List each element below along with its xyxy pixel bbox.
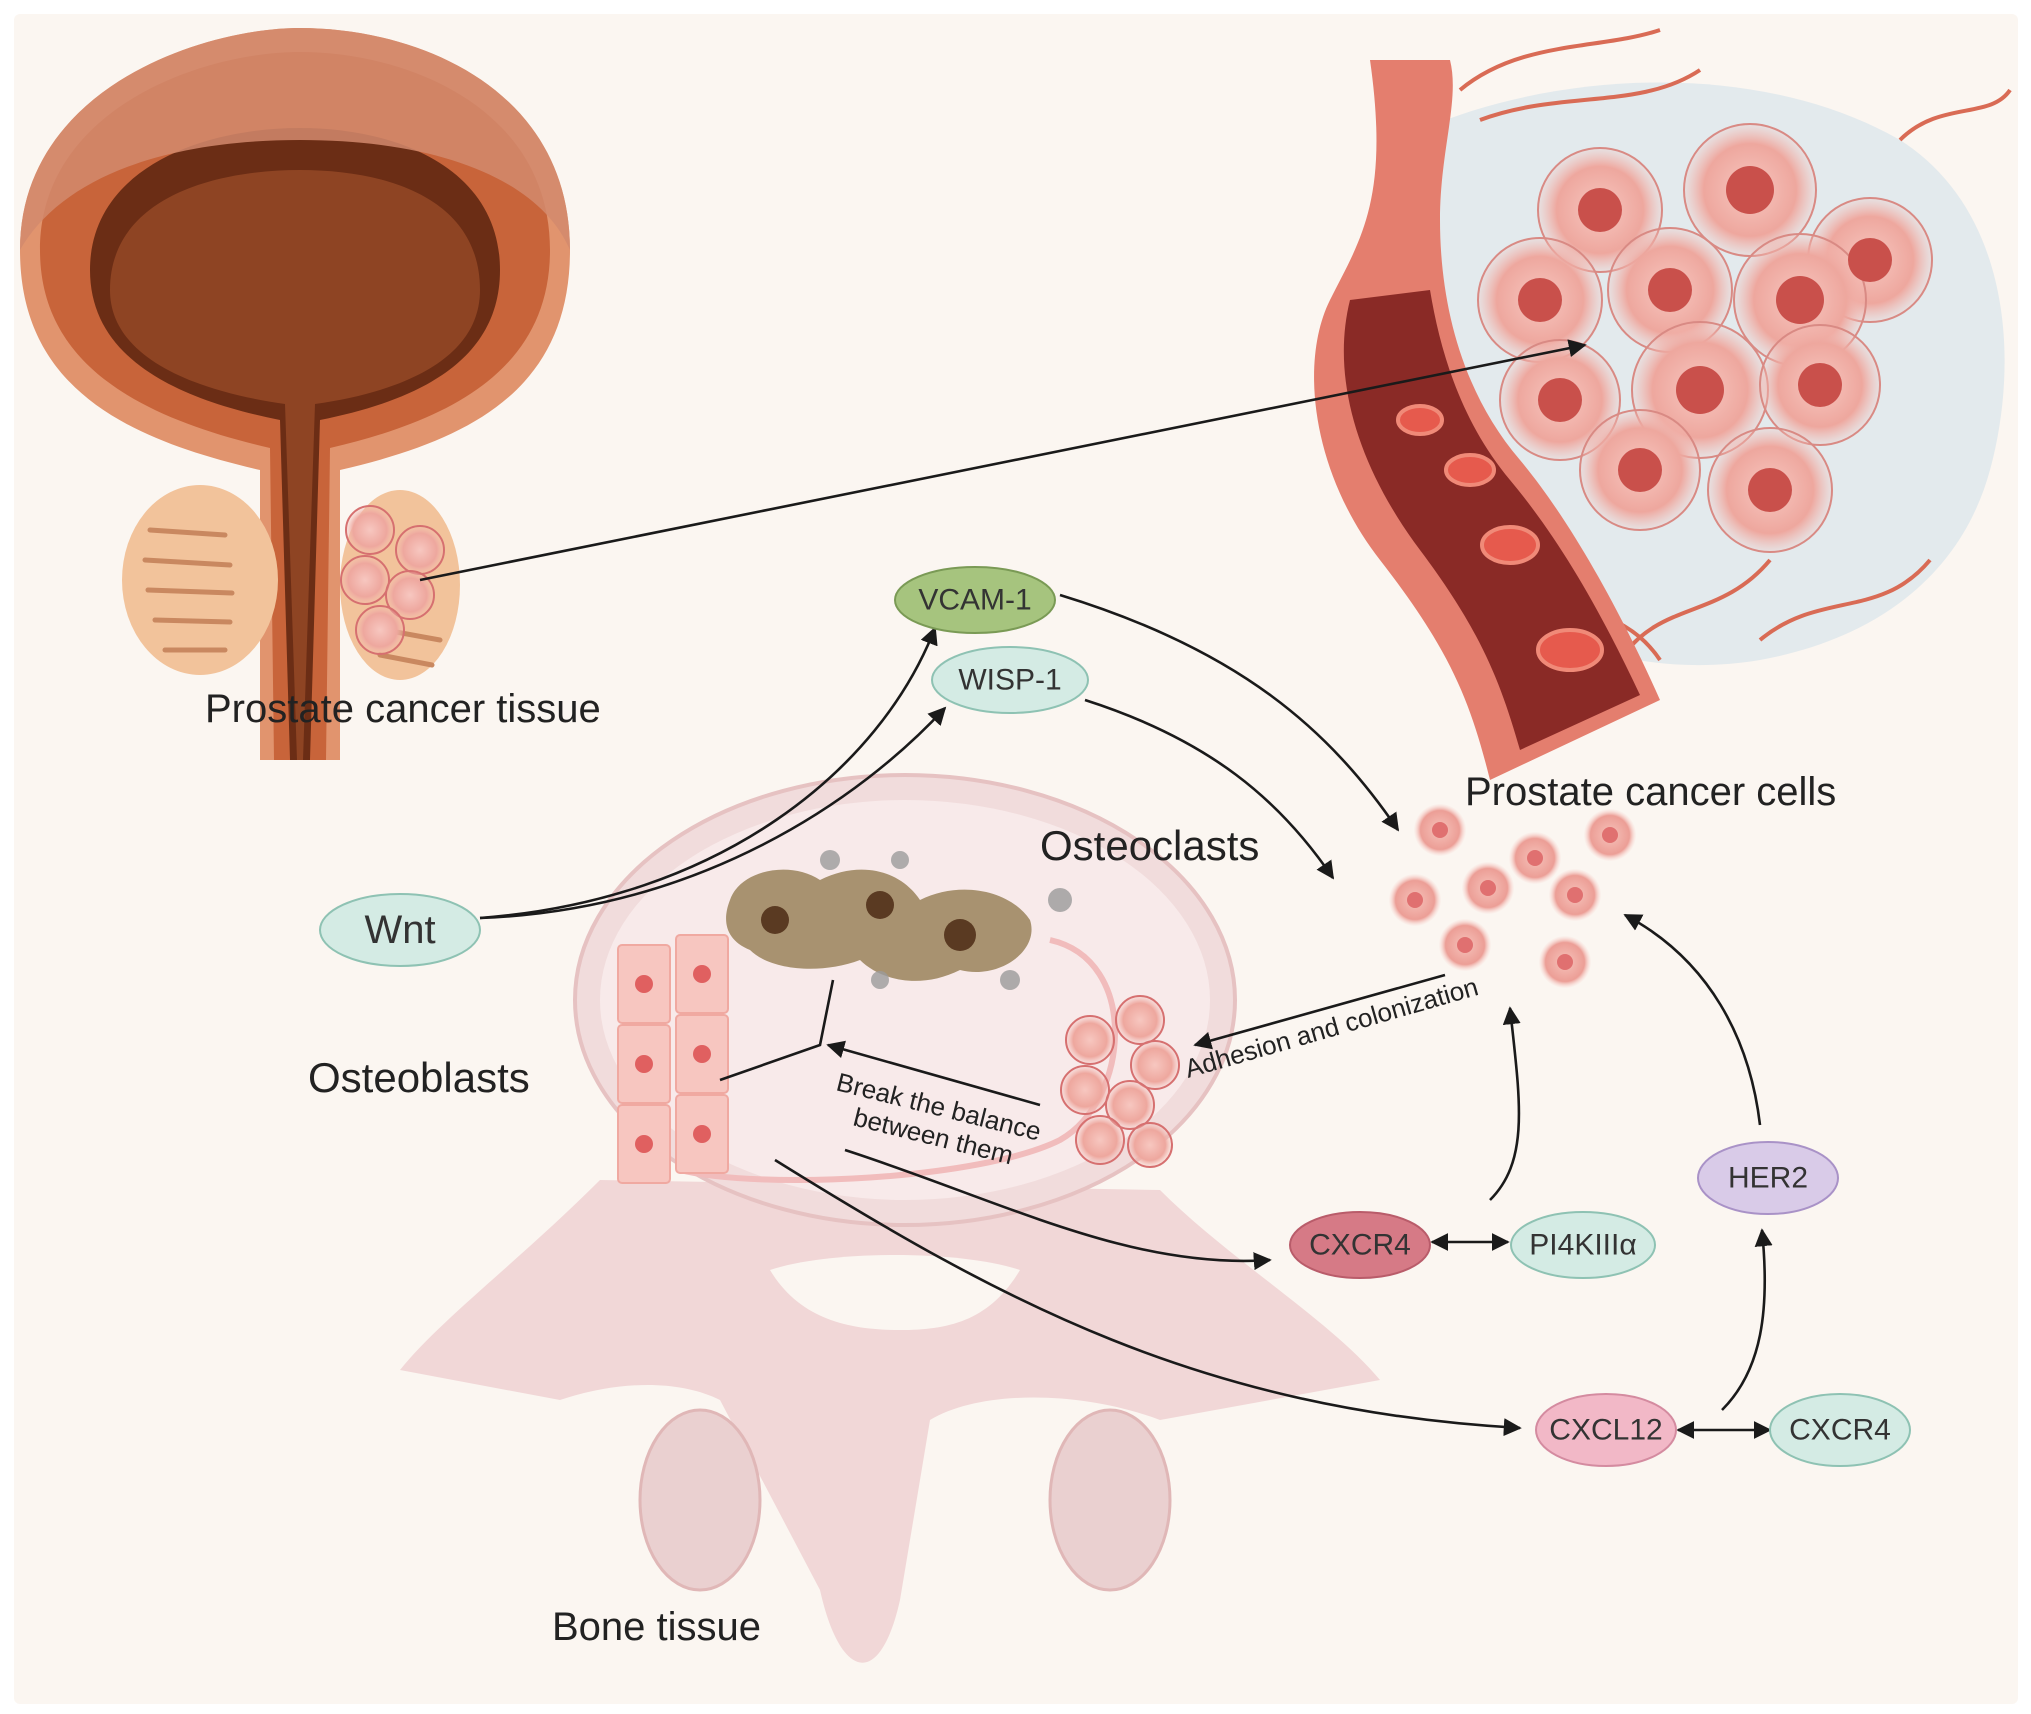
node-cxcr4-a-label: CXCR4 [1309,1229,1411,1262]
vertebra-facet-left [638,1408,762,1592]
arrow-vcam1-to-cells [1059,593,1400,832]
tumor-cluster-prostate [340,505,445,655]
node-pi4k[interactable]: PI4KIIIα [1510,1211,1656,1279]
circulating-cancer-cells [1389,804,1636,988]
label-osteoclasts: Osteoclasts [1040,822,1259,869]
bladder-top-cap [20,28,570,250]
vertebra-facet-right [1048,1408,1172,1592]
node-cxcr4-b[interactable]: CXCR4 [1769,1393,1911,1467]
arrow-wnt-to-vcam1 [479,626,938,920]
bone-marrow-line [679,937,1118,1183]
label-prostate-tissue: Prostate cancer tissue [205,687,601,731]
node-cxcl12-label: CXCL12 [1549,1414,1662,1447]
label-bone-tissue: Bone tissue [552,1605,761,1649]
label-osteoblasts: Osteoblasts [308,1054,530,1101]
prostate-illustration [20,28,570,760]
node-wisp1-label: WISP-1 [958,664,1061,697]
node-wisp1[interactable]: WISP-1 [931,646,1089,714]
node-wnt[interactable]: Wnt [319,893,481,967]
arrow-wnt-to-wisp1 [479,706,947,920]
arrows [419,339,1773,1439]
node-wnt-label: Wnt [364,908,435,952]
node-her2-label: HER2 [1728,1162,1808,1195]
arrow-pi4k-to-cells [1489,1006,1521,1201]
arrow-bone-to-cxcr4 [844,1148,1272,1271]
node-her2[interactable]: HER2 [1697,1141,1839,1215]
node-cxcl12[interactable]: CXCL12 [1535,1393,1677,1467]
label-prostate-cells: Prostate cancer cells [1465,770,1836,814]
arrow-bone-to-cxcl12 [774,1158,1522,1437]
node-cxcr4-a[interactable]: CXCR4 [1289,1211,1431,1279]
osteoblast-nuclei [635,965,711,1153]
arrow-wisp1-to-cells [1084,698,1335,880]
node-vcam1-label: VCAM-1 [918,584,1031,617]
vessel-tumor-illustration [1314,28,2012,780]
tumor-mass-cells [1477,123,1933,553]
arrow-prostate-to-tumor [419,339,1587,582]
bladder-inner [110,170,480,760]
balance-bracket [719,979,835,1082]
node-vcam1[interactable]: VCAM-1 [894,566,1056,634]
red-blood-cells [1396,404,1604,672]
arrow-cxcl12-to-her2 [1721,1228,1773,1411]
prostate-gland-left [122,485,278,675]
arrow-adhesion [1193,973,1446,1050]
arrow-balance [826,1040,1041,1107]
vertebral-foramen [770,1255,1020,1330]
prostate-striations [142,527,443,668]
node-pi4k-label: PI4KIIIα [1529,1229,1636,1262]
bone-tumor-cluster [1060,995,1180,1168]
node-cxcr4-b-label: CXCR4 [1789,1414,1891,1447]
bone-illustration [400,773,1380,1663]
vertebra-processes [400,1180,1380,1663]
osteoclast-cells [726,850,1072,990]
arrow-her2-to-cells [1623,913,1762,1126]
